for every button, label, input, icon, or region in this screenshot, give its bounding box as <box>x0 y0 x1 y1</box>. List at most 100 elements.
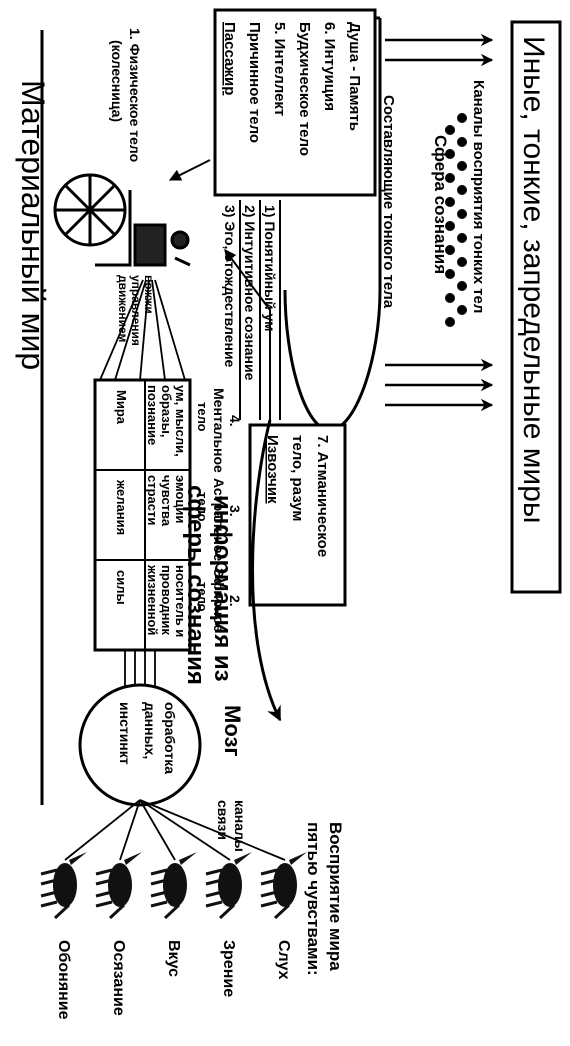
coachman-line-2: тело, разум <box>289 435 306 522</box>
channel-dot <box>445 293 455 303</box>
components-title: Составляющие тонкого тела <box>380 95 397 309</box>
passenger-to-body-arrow <box>168 159 211 181</box>
sense-label: Вкус <box>165 940 182 977</box>
channel-dot <box>457 305 467 315</box>
body-number: 3. <box>227 505 243 517</box>
passenger-line-1: Душа - Память <box>346 22 363 131</box>
reins-lines <box>99 279 186 381</box>
brain-line-1: обработка <box>162 702 178 774</box>
body-property: чувства <box>159 475 174 527</box>
passenger-line-2: 6. Интуиция <box>321 22 338 111</box>
component-item-3: 3) Эго, отождествление <box>222 205 238 368</box>
brain-label: Мозг <box>220 705 245 757</box>
coachman-box <box>248 423 347 607</box>
channel-dot <box>457 161 467 171</box>
horse-icon <box>150 852 197 920</box>
coachman-line-1: 7. Атманическое <box>314 435 331 557</box>
body-property-bottom: силы <box>114 570 129 605</box>
senses-group: Слух Зрение Вкус Осязание Обоняние <box>40 799 307 1020</box>
passenger-text: Душа - Память 6. Интуиция Будхическое те… <box>221 22 363 156</box>
sense-label: Слух <box>275 940 292 980</box>
sense-label: Зрение <box>220 940 237 997</box>
passenger-line-5: Причинное тело <box>246 22 263 143</box>
channel-dot <box>445 317 455 327</box>
channel-dot <box>457 137 467 147</box>
channel-dot <box>445 269 455 279</box>
perception-title-line-2: пятью чувствами: <box>304 822 323 976</box>
channel-dot <box>445 245 455 255</box>
body-property: проводник <box>159 565 174 635</box>
component-item-2: 2) Интуитивное сознание <box>242 205 258 381</box>
body-number: 4. <box>227 415 243 427</box>
channel-dot <box>457 209 467 219</box>
body-name: Астральное <box>211 478 227 561</box>
other-worlds-label: Иные, тонкие, запредельные миры <box>517 36 550 523</box>
physical-body-line-1: 1. Физическое тело <box>127 28 143 162</box>
consciousness-sphere-label: Сфера сознания <box>431 135 450 274</box>
channel-dot <box>445 173 455 183</box>
body-name-suffix: тело <box>195 492 210 522</box>
components-box: 1) Понятийный ум 2) Интуитивное сознание… <box>222 200 281 420</box>
channel-dot <box>457 113 467 123</box>
bodies-table-border <box>93 378 192 652</box>
material-world-label: Материальный мир <box>15 80 51 370</box>
info-flow-line-2: сферы сознания <box>182 485 209 685</box>
passenger-line-4: 5. Интеллект <box>271 22 288 116</box>
bodies-to-brain-lines <box>124 650 156 686</box>
body-property: страсти <box>145 475 160 525</box>
body-number: 2. <box>227 595 243 607</box>
comm-channels-line-2: связи <box>215 800 231 840</box>
sense-label: Обоняние <box>55 940 72 1020</box>
channel-arrows <box>385 33 494 412</box>
brain-line-2: данных, <box>142 702 158 759</box>
channels-title: Каналы восприятия тонких тел <box>470 80 487 313</box>
component-item-1: 1) Понятийный ум <box>262 205 278 332</box>
perception-title-line-1: Восприятие мира <box>326 822 345 971</box>
body-name: Ментальное <box>211 388 227 473</box>
info-flow-arrow <box>251 419 282 722</box>
coachman-role: Извозчик <box>264 435 281 504</box>
horse-icon <box>40 852 87 920</box>
body-property: эмоции <box>173 475 188 523</box>
brain-line-3: инстинкт <box>117 702 133 765</box>
body-property: образы, <box>159 385 174 437</box>
sense-channel-line <box>119 799 141 861</box>
sense-channel-line <box>64 799 141 861</box>
channel-dot <box>445 197 455 207</box>
horse-icon <box>260 852 307 920</box>
channel-dot <box>457 185 467 195</box>
sense-channel-line <box>139 799 286 861</box>
channel-dot <box>445 221 455 231</box>
passenger-box <box>213 8 377 197</box>
passenger-role: Пассажир <box>221 22 238 95</box>
body-name-suffix: тело <box>195 582 210 612</box>
body-property-bottom: желания <box>114 479 129 535</box>
body-property: носитель и <box>173 565 188 637</box>
channel-dot <box>445 149 455 159</box>
brain-circle <box>78 683 202 807</box>
channel-dots <box>445 113 467 327</box>
sense-label: Осязание <box>110 940 127 1016</box>
physical-body-line-2: (колесница) <box>109 40 125 122</box>
horse-icon <box>95 852 142 920</box>
channel-dot <box>457 257 467 267</box>
body-property: познание <box>145 385 160 445</box>
passenger-line-3: Будхическое тело <box>296 22 313 156</box>
channel-dot <box>445 125 455 135</box>
sense-channel-line <box>139 799 176 861</box>
chariot-illustration <box>53 173 191 267</box>
reins-line-3: движением <box>116 275 130 343</box>
body-property-bottom: Мира <box>114 390 129 425</box>
horse-icon <box>205 852 252 920</box>
other-worlds-box <box>510 20 562 594</box>
body-property: жизненной <box>145 564 160 635</box>
info-flow-line-1: информация из <box>209 495 236 682</box>
sense-channel-line <box>139 799 231 861</box>
body-name-suffix: тело <box>195 402 210 432</box>
channel-dot <box>457 281 467 291</box>
coachman-to-figure-arrow <box>224 249 271 425</box>
